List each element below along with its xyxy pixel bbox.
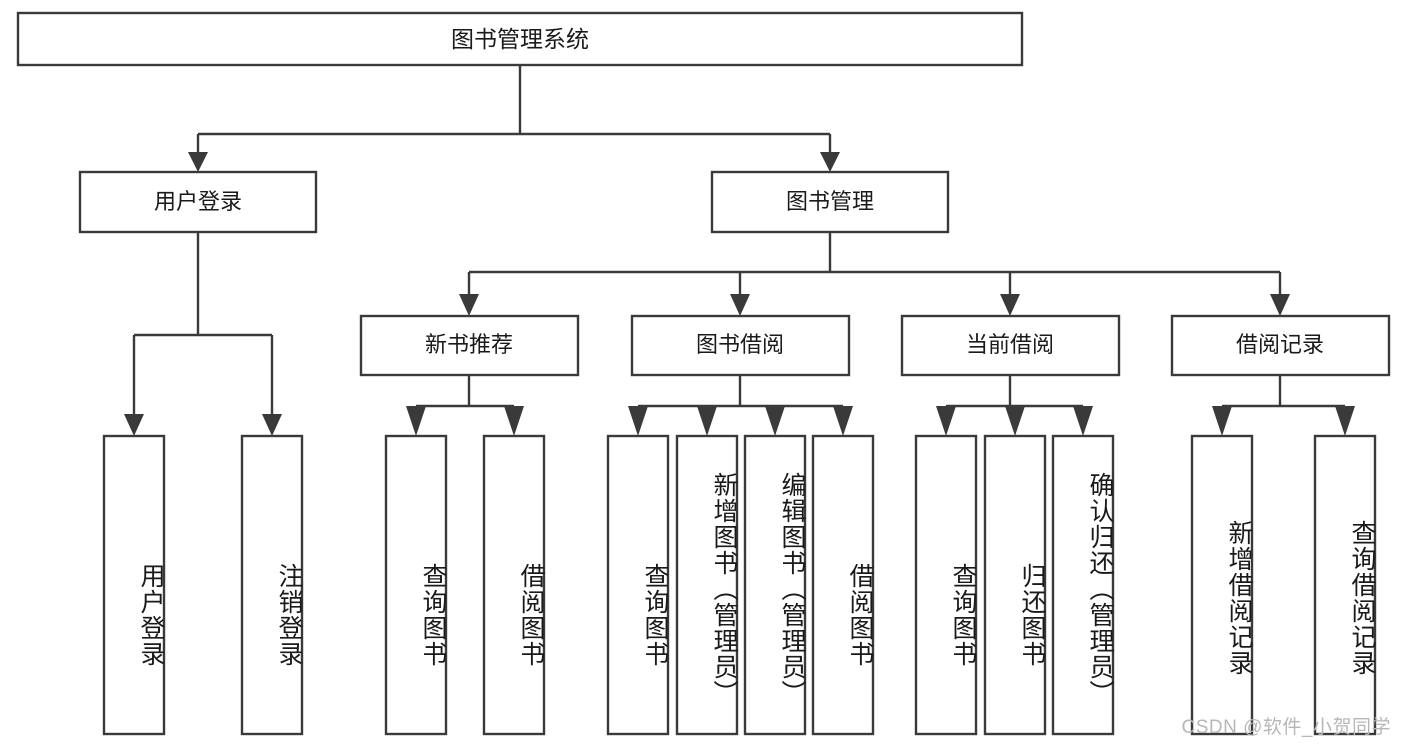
connectors-user-login-to-leaves [124,232,282,436]
arrow-head-user-login [188,152,208,172]
leaf-box-br-add-record[interactable] [1190,434,1254,736]
arrow-head-nb-leaf-2 [504,406,524,436]
node-current-borrow[interactable]: 当前借阅 [900,314,1121,377]
new-book-recommend-box[interactable] [359,314,580,377]
arrow-head-bb-leaf-4 [833,406,853,436]
leaf-box-cb-return-book[interactable] [983,434,1047,736]
node-book-borrow[interactable]: 图书借阅 [630,314,851,377]
connectors-book-borrow-to-leaves [628,375,853,436]
leaf-boxes-current-borrow [914,434,1115,736]
leaf-boxes-book-borrow [606,434,875,736]
node-new-book-recommend[interactable]: 新书推荐 [359,314,580,377]
connectors-book-manage-to-level3 [459,232,1290,316]
arrow-head-new-book [459,294,479,316]
book-borrow-box[interactable] [630,314,851,377]
arrow-head-cb-leaf-2 [1005,406,1025,436]
arrow-head-leaf-logout [262,414,282,436]
root-label: 图书管理系统 [451,26,589,52]
arrow-head-nb-leaf-1 [406,406,426,436]
arrow-head-book-borrow [730,294,750,316]
arrow-head-book-manage [820,152,840,172]
arrow-head-cb-leaf-3 [1073,406,1093,436]
arrow-head-bb-leaf-2 [697,406,717,436]
csdn-watermark: CSDN @软件_小贺同学 [1181,717,1391,738]
borrow-record-box[interactable] [1170,314,1391,377]
leaf-boxes-user-login [102,434,304,736]
arrow-head-br-leaf-1 [1212,406,1232,436]
book-manage-label: 图书管理 [786,189,874,214]
arrow-head-br-leaf-2 [1335,406,1355,436]
arrow-head-bb-leaf-3 [765,406,785,436]
node-borrow-record[interactable]: 借阅记录 [1170,314,1391,377]
node-book-manage[interactable]: 图书管理 [710,170,950,234]
book-manage-box[interactable] [710,170,950,234]
leaf-box-nb-borrow-book[interactable] [482,434,546,736]
arrow-head-bb-leaf-1 [628,406,648,436]
leaf-box-bb-add-book[interactable] [675,434,739,736]
current-borrow-box[interactable] [900,314,1121,377]
current-borrow-label: 当前借阅 [966,332,1054,357]
user-login-label: 用户登录 [154,189,242,214]
leaf-boxes-new-book [384,434,546,736]
connectors-root-to-level2 [188,65,840,172]
node-root[interactable]: 图书管理系统 [16,11,1024,67]
book-borrow-label: 图书借阅 [696,332,784,357]
borrow-record-label: 借阅记录 [1236,332,1324,357]
leaf-box-cb-confirm-return[interactable] [1051,434,1115,736]
connectors-current-borrow-to-leaves [936,375,1093,436]
leaf-box-user-login[interactable] [102,434,166,736]
node-user-login[interactable]: 用户登录 [78,170,318,234]
leaf-box-bb-edit-book[interactable] [743,434,807,736]
leaf-box-nb-query-book[interactable] [384,434,448,736]
new-book-recommend-label: 新书推荐 [425,332,513,357]
leaf-box-bb-query-book[interactable] [606,434,670,736]
arrow-head-current-borrow [1000,294,1020,316]
connectors-borrow-record-to-leaves [1212,375,1355,436]
arrow-head-cb-leaf-1 [936,406,956,436]
user-login-box[interactable] [78,170,318,234]
leaf-box-br-query-record[interactable] [1313,434,1377,736]
leaf-box-cb-query-book[interactable] [914,434,978,736]
root-box[interactable] [16,11,1024,67]
leaf-box-logout[interactable] [240,434,304,736]
leaf-box-bb-borrow-book[interactable] [811,434,875,736]
connectors-new-book-to-leaves [406,375,524,436]
arrow-head-leaf-user-login [124,414,144,436]
arrow-head-borrow-record [1270,294,1290,316]
leaf-boxes-borrow-record [1190,434,1377,736]
